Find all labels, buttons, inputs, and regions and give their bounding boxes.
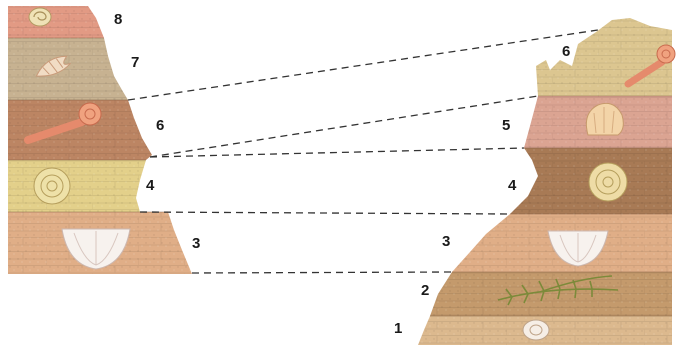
left-rock-column (8, 6, 192, 274)
right-label-6: 6 (562, 43, 570, 60)
right-label-3: 3 (442, 233, 450, 250)
correlation-line-layer-7-6 (128, 30, 598, 100)
ammonite-fossil (34, 168, 70, 204)
correlation-line-layer-3 (192, 272, 452, 273)
left-label-8: 8 (114, 11, 122, 28)
spiral-shell-fossil (523, 320, 549, 340)
correlation-line-layer-5 (150, 148, 524, 157)
right-label-2: 2 (421, 282, 429, 299)
right-rock-column (418, 18, 675, 345)
left-label-3: 3 (192, 235, 200, 252)
ammonite-fossil (589, 163, 627, 201)
right-label-5: 5 (502, 117, 510, 134)
left-label-7: 7 (131, 54, 139, 71)
correlation-line-layer-4 (140, 212, 510, 214)
ammonite-fossil (29, 8, 51, 26)
right-label-1: 1 (394, 320, 402, 337)
right-label-4: 4 (508, 177, 517, 194)
left-label-6: 6 (156, 117, 164, 134)
left-label-4: 4 (146, 177, 155, 194)
correlation-line-layer-6 (150, 96, 538, 157)
